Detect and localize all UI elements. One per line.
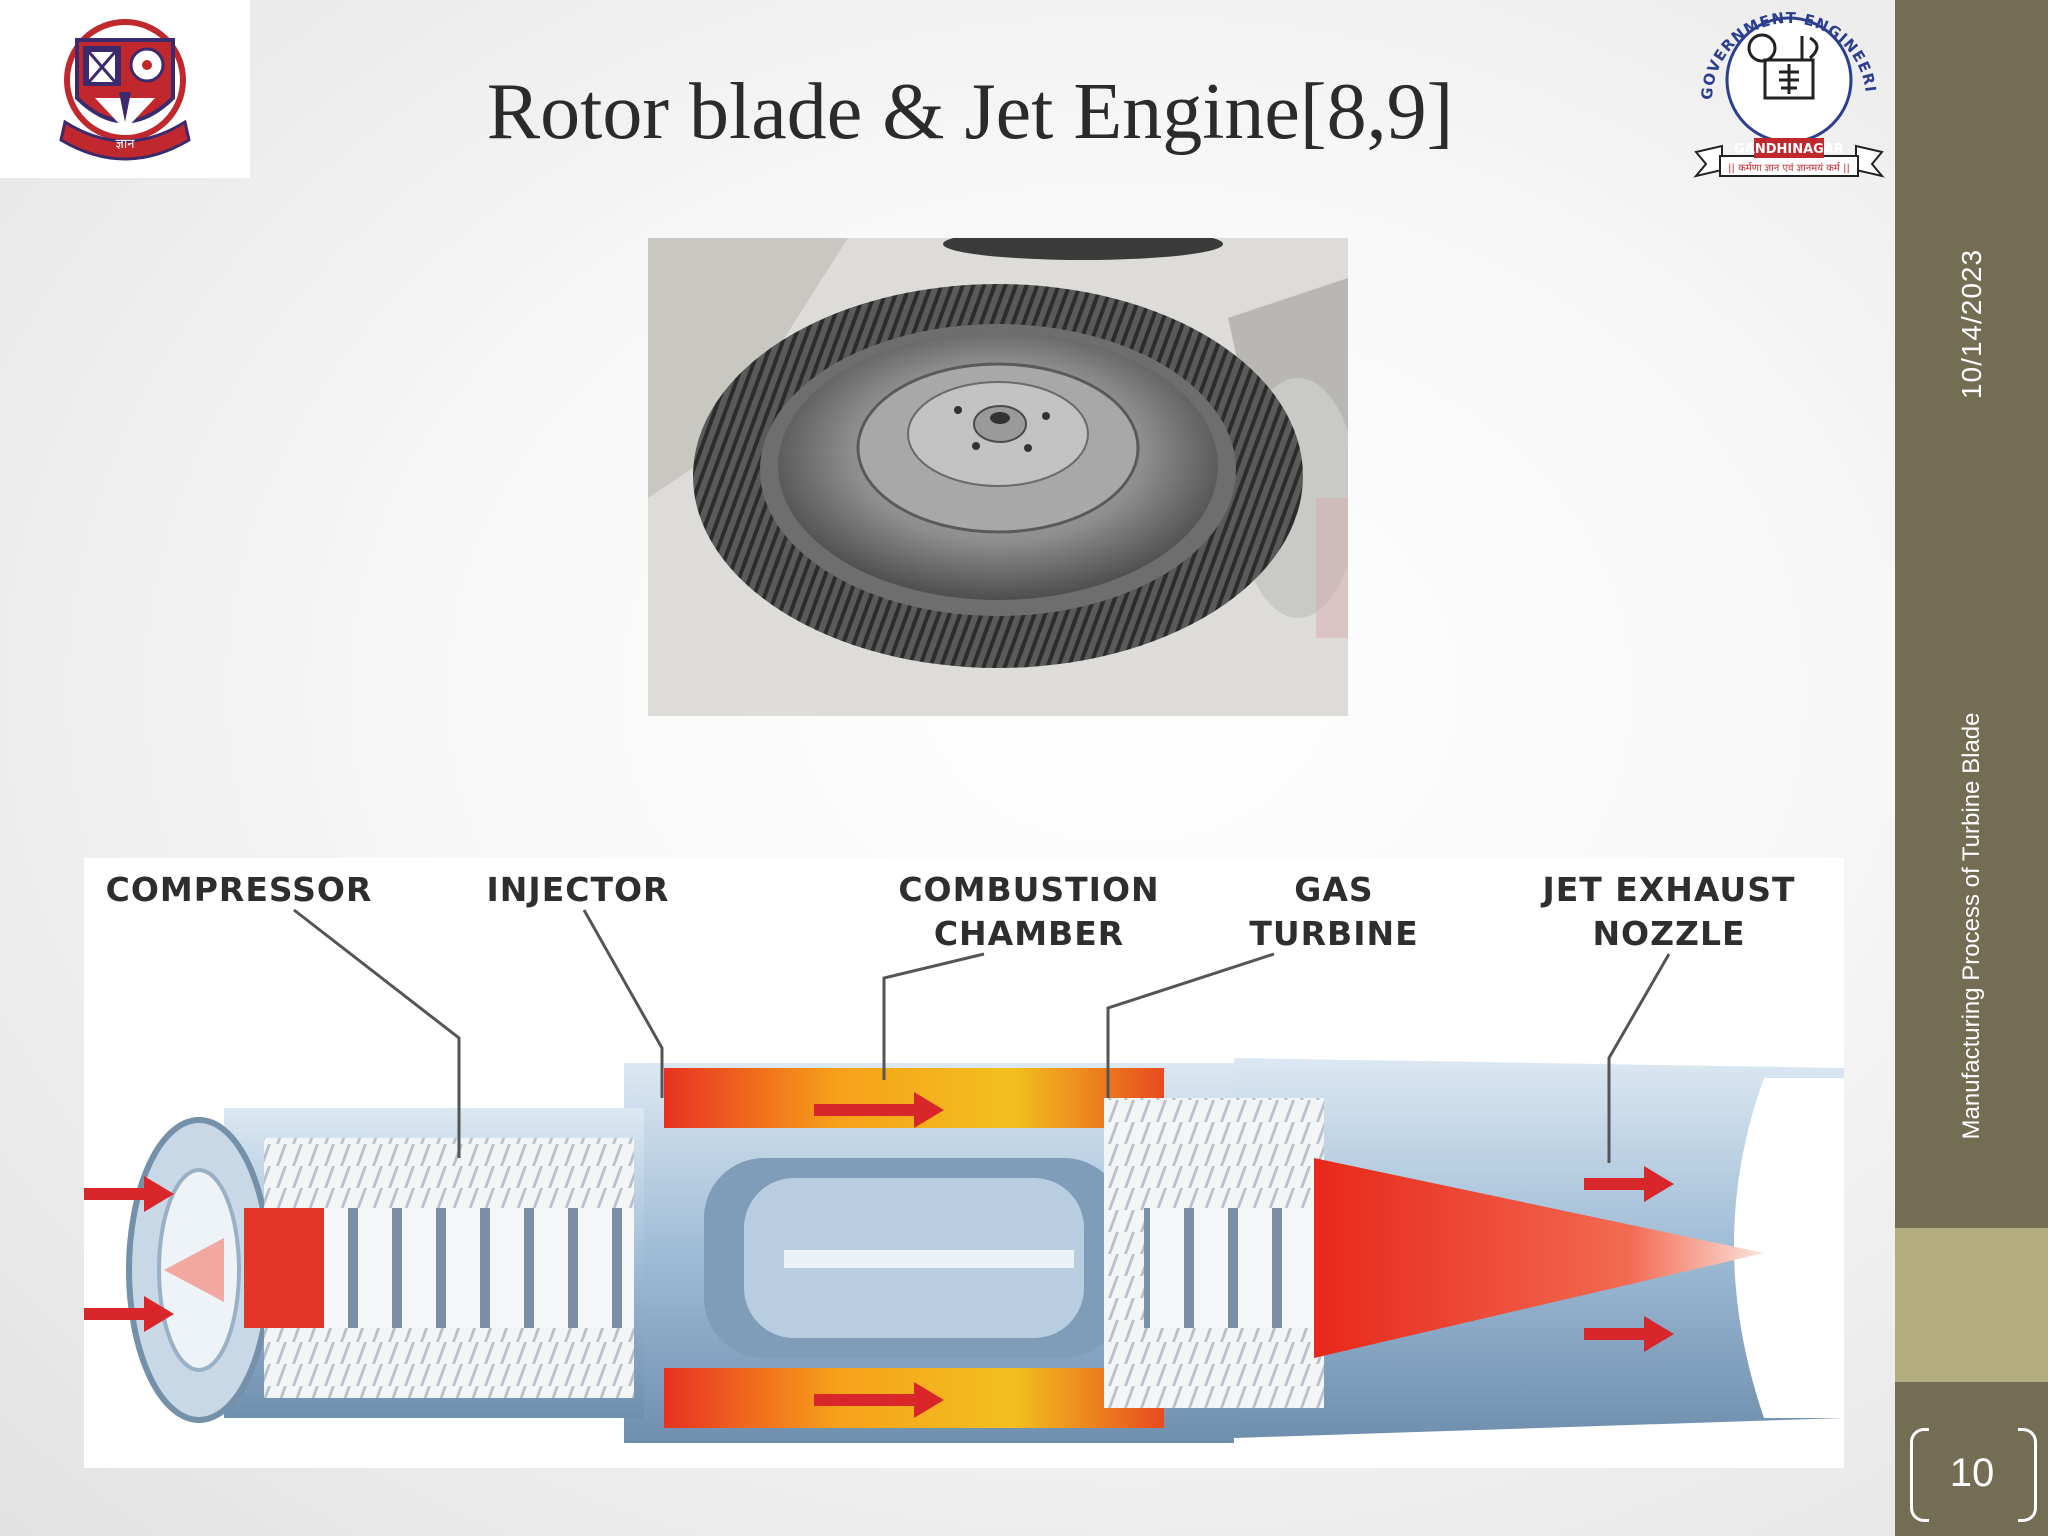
label-turbine-line1: GAS <box>1294 870 1374 909</box>
svg-text:ज्ञान: ज्ञान <box>116 137 136 152</box>
label-compressor: COMPRESSOR <box>84 868 394 912</box>
label-turbine-line2: TURBINE <box>1249 914 1419 953</box>
slide-date: 10/14/2023 <box>1956 248 1987 400</box>
label-nozzle-line1: JET EXHAUST <box>1542 870 1796 909</box>
label-compressor-text: COMPRESSOR <box>105 870 373 909</box>
rotor-blade-photo <box>648 238 1348 716</box>
label-jet-exhaust-nozzle: JET EXHAUST NOZZLE <box>1514 868 1824 956</box>
jet-engine-cutaway-icon <box>84 908 1844 1443</box>
label-nozzle-line2: NOZZLE <box>1592 914 1746 953</box>
label-combustion-line1: COMBUSTION <box>898 870 1160 909</box>
label-injector: INJECTOR <box>468 868 688 912</box>
page-number-bracket-right <box>2018 1428 2037 1522</box>
college-seal-icon: GOVERNMENT ENGINEERING COLLEGE GANDHINAG… <box>1675 0 1885 178</box>
page-title: Rotor blade & Jet Engine[8,9] <box>486 68 1454 156</box>
label-injector-text: INJECTOR <box>486 870 670 909</box>
svg-text:GANDHINAGAR: GANDHINAGAR <box>1734 142 1844 157</box>
label-gas-turbine: GAS TURBINE <box>1224 868 1444 956</box>
college-logo: GOVERNMENT ENGINEERING COLLEGE GANDHINAG… <box>1675 0 1896 184</box>
turbine-disk-icon <box>648 238 1348 716</box>
shield-emblem-icon: ज्ञान <box>59 19 191 161</box>
svg-text:|| कर्मणा ज्ञान एवं ज्ञानमयं क: || कर्मणा ज्ञान एवं ज्ञानमयं कर्म || <box>1728 162 1850 174</box>
slide-subject: Manufacturing Process of Turbine Blade <box>1958 712 1985 1140</box>
page-number: 10 <box>1949 1451 1995 1495</box>
label-combustion-chamber: COMBUSTION CHAMBER <box>874 868 1184 956</box>
jet-engine-diagram: COMPRESSOR INJECTOR COMBUSTION CHAMBER G… <box>84 858 1844 1468</box>
university-logo: ज्ञान <box>0 0 250 178</box>
sidebar-accent-band <box>1895 1228 2048 1382</box>
label-combustion-line2: CHAMBER <box>933 914 1125 953</box>
page-number-bracket-left <box>1910 1428 1929 1522</box>
